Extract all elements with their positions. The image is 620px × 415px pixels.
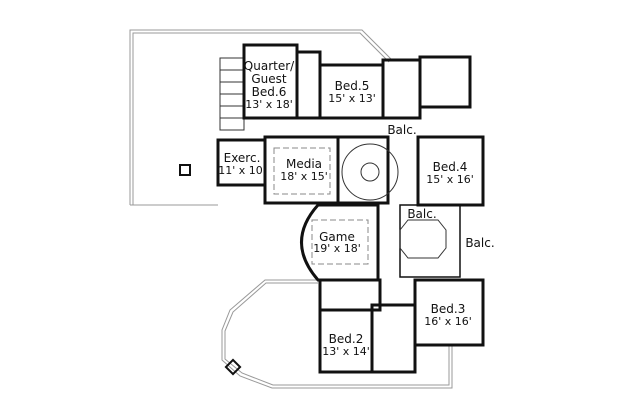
room-name: Bed.5 bbox=[335, 79, 370, 93]
room-bed3: Bed.3 16' x 16' bbox=[424, 302, 472, 328]
room-name: Bed.2 bbox=[329, 332, 364, 346]
column-square bbox=[179, 164, 191, 176]
balcony-label: Balc. bbox=[465, 236, 494, 250]
room-size: 15' x 13' bbox=[328, 92, 376, 105]
balcony-opening bbox=[399, 219, 447, 259]
room-size: 16' x 16' bbox=[424, 315, 472, 328]
column-diamond bbox=[224, 358, 242, 376]
lower-terrace-outline bbox=[221, 279, 453, 389]
room-name: Bed.3 bbox=[431, 302, 466, 316]
room-name: Quarter/ bbox=[244, 59, 295, 73]
balcony-label: Balc. bbox=[387, 123, 416, 137]
room-name: Guest bbox=[251, 72, 287, 86]
room-name: Exerc. bbox=[224, 151, 261, 165]
room-bed6: Quarter/ Guest Bed.6 13' x 18' bbox=[244, 59, 295, 111]
room-bed4: Bed.4 15' x 16' bbox=[426, 160, 474, 186]
room-name: Bed.6 bbox=[252, 85, 287, 99]
room-game: Game 19' x 18' bbox=[313, 230, 361, 255]
room-size: 19' x 18' bbox=[313, 242, 361, 255]
room-bed2: Bed.2 13' x 14' bbox=[322, 332, 370, 358]
straight-stair bbox=[219, 57, 245, 131]
room-size: 13' x 18' bbox=[245, 98, 293, 111]
media-ceiling-outline bbox=[273, 147, 331, 195]
room-exerc: Exerc. 11' x 10' bbox=[218, 151, 266, 177]
spiral-stair bbox=[341, 143, 399, 201]
room-size: 18' x 15' bbox=[280, 170, 328, 183]
game-ceiling-outline bbox=[311, 219, 369, 265]
walls bbox=[216, 43, 485, 374]
room-bed5: Bed.5 15' x 13' bbox=[328, 79, 376, 105]
room-size: 11' x 10' bbox=[218, 164, 266, 177]
balcony-label: Balc. bbox=[407, 207, 436, 221]
room-name: Media bbox=[286, 157, 322, 171]
room-size: 13' x 14' bbox=[322, 345, 370, 358]
room-size: 15' x 16' bbox=[426, 173, 474, 186]
upper-terrace-outline bbox=[129, 29, 393, 206]
room-name: Game bbox=[319, 230, 355, 244]
room-name: Bed.4 bbox=[433, 160, 468, 174]
room-media: Media 18' x 15' bbox=[280, 157, 328, 183]
